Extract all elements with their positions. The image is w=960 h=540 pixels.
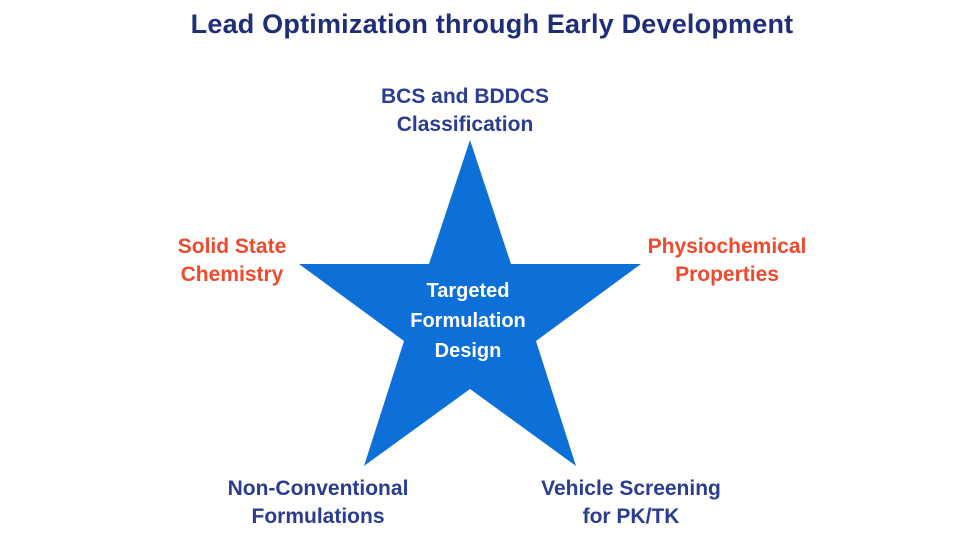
star-center-line3: Design [434,340,502,362]
node-label-bcs-bddcs-classification: BCS and BDDCS Classification [381,83,549,139]
node-bottom-left-line1: Non-Conventional [227,477,409,500]
page-title: Lead Optimization through Early Developm… [190,9,794,39]
star-center-label: Targeted Formulation Design [410,276,526,366]
node-left-line1: Solid State [177,235,287,258]
node-label-non-conventional-formulations: Non-Conventional Formulations [228,475,409,531]
node-right-line1: Physiochemical [647,235,807,258]
star-center-line2: Formulation [410,310,526,332]
node-bottom-right-line1: Vehicle Screening [541,477,721,500]
node-label-physiochemical-properties: Physiochemical Properties [648,233,807,289]
node-bottom-left-line2: Formulations [251,505,385,528]
node-label-vehicle-screening-pktk: Vehicle Screening for PK/TK [541,475,721,531]
node-right-line2: Properties [675,263,779,286]
node-top-line2: Classification [396,113,534,136]
node-bottom-right-line2: for PK/TK [582,505,680,528]
node-top-line1: BCS and BDDCS [380,85,550,108]
star-center-line1: Targeted [426,280,510,302]
node-left-line2: Chemistry [180,263,284,286]
star-icon [299,140,641,466]
node-label-solid-state-chemistry: Solid State Chemistry [178,233,287,289]
